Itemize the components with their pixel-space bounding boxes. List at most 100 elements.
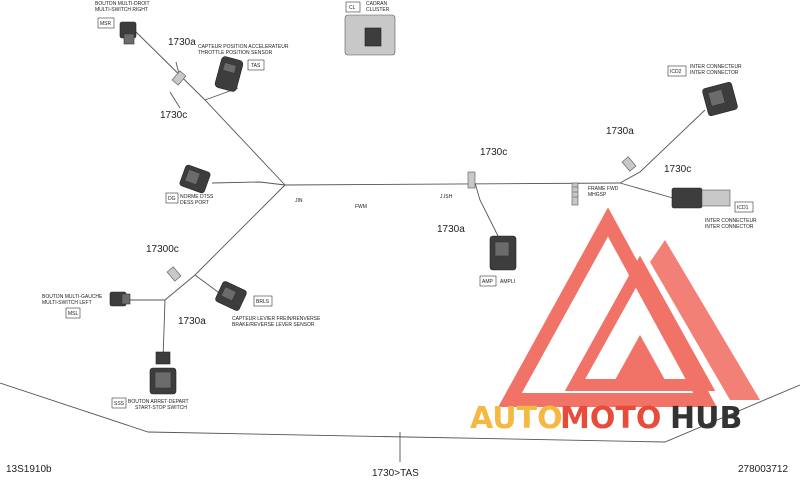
callout-1730a-top: 1730a [168,37,196,48]
tps-connector-face [222,62,237,74]
cluster-label-fr: CADRAN [366,1,388,7]
brls-tag: BRLS [256,299,270,305]
footer-center-label: 1730>TAS [372,468,419,479]
connector-1730c-mid [467,171,476,189]
connector-1730c-left [166,266,182,282]
watermark-triangle-right [650,240,760,400]
wire-icd1-branch [619,182,681,201]
callout-17300c-left: 17300c [146,244,179,255]
component-brls: BRLS CAPTEUR LEVIER FREIN/RENVERSE BRAKE… [215,281,321,328]
brls-label-fr: CAPTEUR LEVIER FREIN/RENVERSE [232,316,321,322]
dg-label-en: DESS PORT [180,200,209,206]
callout-1730c-top: 1730c [160,110,187,121]
connector-1730a-top [171,70,187,86]
callout-1730c-right: 1730c [664,164,691,175]
inline-connectors [166,70,637,282]
component-sss: SSS BOUTON ARRET-DEPART START-STOP SWITC… [111,351,189,411]
msl-label-en: MULTI-SWITCH LEFT [42,300,92,306]
sss-label-en: START-STOP SWITCH [135,405,187,411]
icd2-connector-face [707,88,726,107]
callout-1730c-mid: 1730c [480,147,507,158]
wire-brls-branch [194,274,223,296]
wire-tag-jin: JIN [295,198,303,204]
footer: 13S1910b 1730>TAS 278003712 [6,464,788,479]
tps-tag: TAS [251,63,261,69]
wire-lower-branch [194,184,286,276]
watermark-triangle-core [615,335,665,380]
wire-amp-branch [474,182,501,241]
msr-connector-lock [123,33,135,45]
component-msl: MSL BOUTON MULTI-GAUCHE MULTI-SWITCH LEF… [42,291,131,319]
callout-labels: 1730a 1730c 1730c 1730a 1730a 1730c 1730… [146,37,691,327]
watermark-text: AUTO MOTO HUB [470,401,742,436]
amp-label: AMPLI [500,279,515,285]
wire-dg-branch [211,181,286,186]
component-dg: DG NORME DTSS DESS PORT [165,164,214,206]
tps-connector-body [214,56,244,92]
component-amp: AMP AMPLI [479,235,517,287]
component-icd1: ICD1 INTER CONNECTEUR INTER CONNECTOR [671,187,757,230]
callout-1730a-mid: 1730a [437,224,465,235]
leader-c-top [169,91,181,109]
icd2-label-fr: INTER CONNECTEUR [690,64,742,70]
brls-connector-face [220,286,237,302]
wire-icd2-branch [619,109,706,184]
footer-left-code: 13S1910b [6,464,52,475]
amp-tag-box [479,275,497,287]
msl-tag-box [65,307,81,319]
msr-tag: MSR [100,21,112,27]
wire-tag-mhgsp: MHGSP [588,192,607,198]
dg-connector-face [184,168,201,186]
cluster-connector [364,27,382,47]
amp-tag: AMP [482,279,494,285]
wire-tag-frame-fwd: FRAME FWD [588,186,619,192]
watermark-logo [498,207,760,407]
wire-tag-jish: J.ISH [440,194,453,200]
icd1-tag: ICD1 [737,205,749,211]
watermark-triangle-inner [564,255,716,391]
callout-1730a-right: 1730a [606,126,634,137]
dg-label-fr: NORME DTSS [180,194,214,200]
msl-connector-lock [121,293,131,305]
cluster-tag-box [345,1,361,13]
amp-connector-face [494,241,510,257]
icd1-tag-box [734,201,754,213]
tps-label-fr: CAPTEUR POSITION ACCELERATEUR [198,44,289,50]
tps-tag-box [247,59,265,71]
icd1-label-en: INTER CONNECTOR [705,224,754,230]
dg-tag-box [165,192,179,204]
msl-label-fr: BOUTON MULTI-GAUCHE [42,294,103,300]
msr-label-en: MULTI-SWITCH RIGHT [95,7,148,13]
cluster-tag: CL [349,5,356,11]
wire-main-trunk [284,182,621,186]
sss-switch-face [154,371,172,389]
footer-right-code: 278003712 [738,464,788,475]
icd2-tag-box [667,65,687,77]
wire-msl-branch [130,274,196,301]
msl-tag: MSL [68,311,79,317]
msr-label-fr: BOUTON MULTI-DROIT [95,1,150,7]
tps-label-en: THROTTLE POSITION SENSOR [198,50,273,56]
brls-label-en: BRAKE/REVERSE LEVER SENSOR [232,322,315,328]
callout-1730a-left: 1730a [178,316,206,327]
component-tps: TAS CAPTEUR POSITION ACCELERATEUR THROTT… [198,44,289,92]
icd1-connector-body [671,187,703,209]
brls-tag-box [253,295,273,307]
sss-connector-top [155,351,171,365]
cluster-label-en: CLUSTER [366,7,390,13]
sss-label-fr: BOUTON ARRET-DEPART [128,399,189,405]
watermark-auto: AUTO [470,401,563,436]
frame-outline [0,382,800,443]
icd2-label-en: INTER CONNECTOR [690,70,739,76]
watermark-hub: HUB [670,401,742,436]
sss-tag-box [111,397,127,409]
msr-tag-box [97,17,115,29]
watermark-moto: MOTO [560,401,661,436]
dg-tag: DG [168,196,176,202]
icd2-tag: ICD2 [670,69,682,75]
icd1-connector-sleeve [701,189,731,207]
sss-tag: SSS [114,401,125,407]
component-msr: MSR BOUTON MULTI-DROIT MULTI-SWITCH RIGH… [95,1,150,45]
